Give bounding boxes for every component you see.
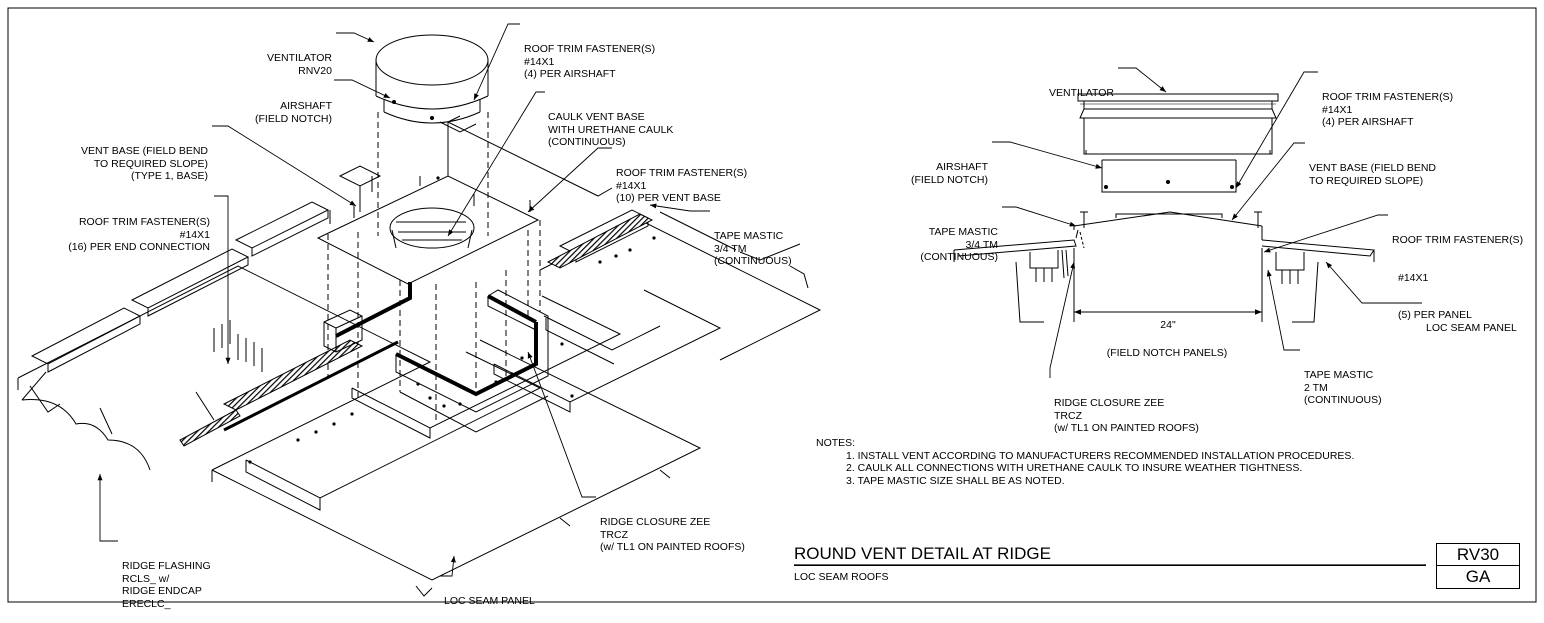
section-panel-left bbox=[953, 229, 1079, 323]
sheet-code-box: RV30 GA bbox=[1436, 543, 1520, 589]
isometric-view bbox=[17, 34, 822, 597]
notes-section: NOTES: 1. INSTALL VENT ACCORDING TO MANU… bbox=[816, 437, 1354, 487]
sheet-border bbox=[7, 7, 1537, 603]
sheet-code: RV30 bbox=[1456, 545, 1500, 564]
ventilator-rnv20 bbox=[375, 34, 489, 124]
note-item: 3. TAPE MASTIC SIZE SHALL BE AS NOTED. bbox=[846, 474, 1065, 487]
drawing-sheet bbox=[7, 7, 1537, 603]
label-roof-trim-airshaft-right: ROOF TRIM FASTENER(S)#14X1(4) PER AIRSHA… bbox=[1322, 91, 1454, 128]
leaders-right bbox=[992, 67, 1422, 378]
label-roof-trim-base: ROOF TRIM FASTENER(S)#14X1(10) PER VENT … bbox=[616, 167, 748, 204]
section-ventilator bbox=[1077, 93, 1279, 193]
title-underline bbox=[794, 565, 1426, 566]
label-airshaft-right: AIRSHAFT(FIELD NOTCH) bbox=[911, 161, 988, 186]
label-ventilator-right: VENTILATOR bbox=[1049, 87, 1114, 99]
label-airshaft-left: AIRSHAFT(FIELD NOTCH) bbox=[255, 100, 332, 125]
section-view bbox=[953, 93, 1375, 323]
ridge-flashing bbox=[179, 213, 654, 447]
sheet-code-sub: GA bbox=[1465, 567, 1491, 586]
label-loc-seam-left: LOC SEAM PANEL bbox=[444, 595, 535, 607]
note-item: 1. INSTALL VENT ACCORDING TO MANUFACTURE… bbox=[846, 449, 1355, 462]
drawing-subtitle: LOC SEAM ROOFS bbox=[794, 571, 889, 583]
label-field-notch-panels: (FIELD NOTCH PANELS) bbox=[1106, 347, 1228, 359]
label-roof-trim-end: ROOF TRIM FASTENER(S)#14X1(16) PER END C… bbox=[68, 216, 210, 253]
section-vent-base bbox=[1073, 211, 1263, 227]
note-item: 2. CAULK ALL CONNECTIONS WITH URETHANE C… bbox=[846, 462, 1303, 474]
sheet-code-divider bbox=[1437, 565, 1519, 566]
dimension-24 bbox=[1073, 248, 1263, 322]
notes-heading: NOTES: bbox=[816, 437, 856, 449]
leaders-left bbox=[97, 23, 710, 577]
section-panel-right bbox=[1261, 226, 1375, 323]
loc-seam-panel-right bbox=[211, 289, 722, 597]
drawing-title: ROUND VENT DETAIL AT RIDGE bbox=[794, 544, 1051, 563]
airshaft-opening bbox=[389, 207, 475, 249]
label-roof-trim-airshaft-left: ROOF TRIM FASTENER(S)#14X1(4) PER AIRSHA… bbox=[524, 43, 656, 80]
label-roof-trim-panel: ROOF TRIM FASTENER(S) #14X1 (5) PER PANE… bbox=[1392, 234, 1524, 321]
loc-seam-panel-left bbox=[17, 201, 432, 482]
label-dimension-24: 24" bbox=[1160, 319, 1176, 331]
label-loc-seam-right: LOC SEAM PANEL bbox=[1426, 322, 1517, 334]
